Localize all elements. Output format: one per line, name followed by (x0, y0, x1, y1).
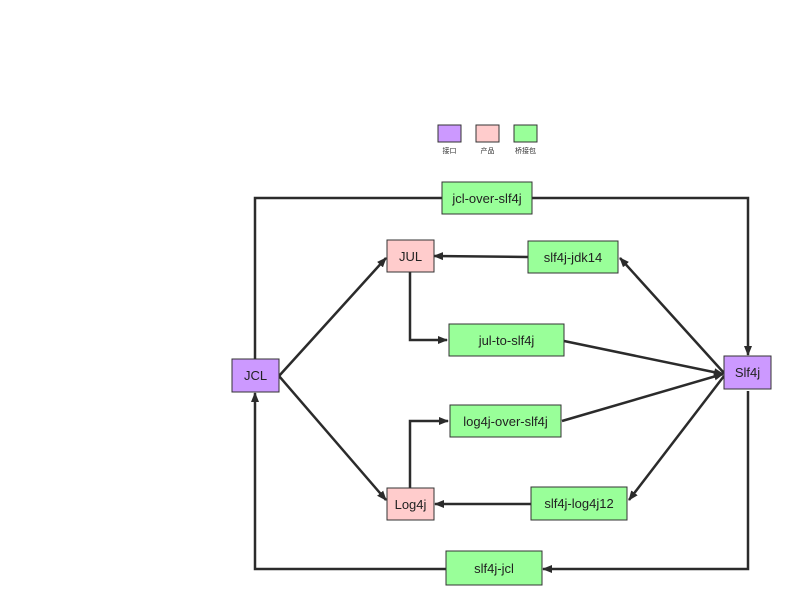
edge-slf4j-to-slf4j-jdk14 (619, 257, 725, 374)
legend-label-product: 产品 (481, 146, 495, 155)
node-jul-label: JUL (399, 249, 422, 264)
edge-jcl-to-log4j (278, 375, 387, 501)
node-jul[interactable]: JUL (386, 239, 435, 273)
edge-jcl-over-slf4j-to-slf4j (532, 196, 752, 356)
nodes: JCL Slf4j JUL Log4j jcl-over-slf4j slf4j… (231, 181, 772, 586)
node-log4j-over-slf4j[interactable]: log4j-over-slf4j (449, 404, 562, 438)
node-jul-to-slf4j-label: jul-to-slf4j (478, 333, 535, 348)
edge-slf4j-jdk14-to-jul (433, 252, 529, 261)
edge-jul-to-slf4j-to-slf4j (563, 339, 724, 377)
edge-jcl-to-jcl-over-slf4j (253, 196, 442, 359)
node-jcl-label: JCL (244, 368, 267, 383)
node-slf4j-jdk14[interactable]: slf4j-jdk14 (527, 240, 619, 274)
edge-jcl-to-jul (278, 257, 387, 377)
edge-slf4j-to-slf4j-log4j12 (628, 375, 725, 501)
node-jcl-over-slf4j-label: jcl-over-slf4j (451, 191, 521, 206)
edges (251, 196, 752, 573)
node-slf4j-log4j12[interactable]: slf4j-log4j12 (530, 486, 628, 521)
node-log4j-label: Log4j (395, 497, 427, 512)
node-slf4j-label: Slf4j (735, 365, 760, 380)
legend-swatch-product (475, 124, 500, 143)
edge-slf4j-jcl-to-jcl (251, 392, 446, 571)
legend-swatch-bridge (513, 124, 538, 143)
edge-jul-to-jul-to-slf4j (408, 272, 448, 344)
edge-log4j-over-slf4j-to-slf4j (561, 372, 724, 423)
node-jul-to-slf4j[interactable]: jul-to-slf4j (448, 323, 565, 357)
node-slf4j[interactable]: Slf4j (723, 355, 772, 390)
node-slf4j-jcl[interactable]: slf4j-jcl (445, 550, 543, 586)
node-jcl[interactable]: JCL (231, 358, 280, 393)
node-slf4j-log4j12-label: slf4j-log4j12 (544, 496, 613, 511)
legend-label-bridge: 桥接包 (515, 146, 536, 155)
node-jcl-over-slf4j[interactable]: jcl-over-slf4j (441, 181, 533, 215)
node-slf4j-jdk14-label: slf4j-jdk14 (544, 250, 603, 265)
node-slf4j-jcl-label: slf4j-jcl (474, 561, 514, 576)
node-log4j-over-slf4j-label: log4j-over-slf4j (463, 414, 548, 429)
legend-label-interface: 接口 (443, 146, 457, 155)
legend: 接口 产品 桥接包 (437, 124, 538, 155)
edge-log4j-to-log4j-over-slf4j (408, 417, 449, 488)
edge-slf4j-to-slf4j-jcl (542, 391, 750, 573)
legend-swatch-interface (437, 124, 462, 143)
node-log4j[interactable]: Log4j (386, 487, 435, 521)
